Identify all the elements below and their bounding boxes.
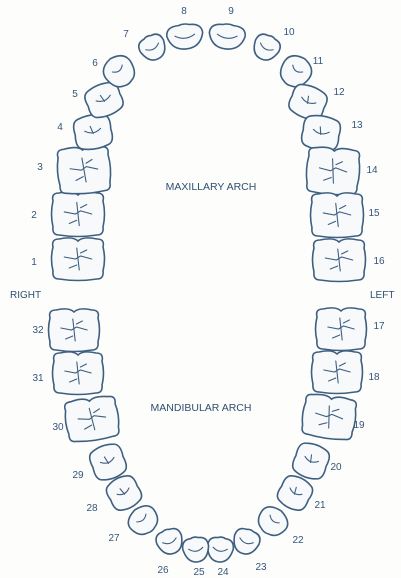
tooth-2: [52, 192, 105, 237]
mandibular-arch-label: MANDIBULAR ARCH: [151, 402, 252, 414]
tooth-number-20: 20: [330, 462, 342, 473]
right-side-label: RIGHT: [10, 290, 41, 301]
tooth-number-11: 11: [313, 56, 324, 67]
tooth-number-16: 16: [373, 256, 385, 267]
tooth-31: [53, 352, 104, 395]
tooth-number-7: 7: [123, 29, 129, 40]
tooth-number-22: 22: [292, 535, 304, 546]
tooth-number-32: 32: [32, 325, 44, 336]
tooth-number-18: 18: [368, 372, 380, 383]
tooth-number-4: 4: [57, 122, 63, 133]
tooth-number-17: 17: [373, 321, 385, 332]
tooth-number-27: 27: [108, 533, 120, 544]
tooth-number-23: 23: [255, 562, 267, 573]
tooth-25: [181, 535, 210, 563]
tooth-number-28: 28: [86, 503, 98, 514]
tooth-9: [208, 22, 246, 51]
tooth-7: [135, 30, 170, 64]
tooth-3: [56, 145, 112, 195]
tooth-32: [49, 309, 100, 352]
tooth-24: [205, 535, 234, 563]
maxillary-arch-label: MAXILLARY ARCH: [166, 181, 257, 193]
tooth-number-6: 6: [92, 58, 98, 69]
tooth-number-24: 24: [217, 567, 229, 578]
tooth-number-15: 15: [368, 208, 380, 219]
tooth-1: [52, 238, 105, 281]
tooth-19: [300, 392, 358, 442]
tooth-number-8: 8: [181, 6, 187, 17]
tooth-26: [153, 525, 186, 557]
tooth-number-21: 21: [314, 500, 326, 511]
tooth-30: [63, 394, 121, 444]
left-side-label: LEFT: [370, 290, 394, 301]
tooth-number-30: 30: [52, 422, 64, 433]
tooth-number-14: 14: [366, 165, 378, 176]
tooth-number-31: 31: [32, 373, 44, 384]
tooth-number-19: 19: [353, 420, 365, 431]
tooth-17: [316, 308, 367, 351]
tooth-number-25: 25: [193, 567, 205, 578]
tooth-number-12: 12: [333, 87, 345, 98]
tooth-number-26: 26: [157, 565, 169, 576]
tooth-number-1: 1: [31, 257, 37, 268]
tooth-number-3: 3: [37, 162, 43, 173]
tooth-14: [305, 146, 361, 196]
tooth-16: [313, 239, 366, 282]
tooth-8: [166, 22, 204, 51]
tooth-number-5: 5: [72, 89, 78, 100]
teeth-layer: [49, 22, 367, 564]
tooth-10: [249, 30, 284, 64]
tooth-number-29: 29: [72, 470, 84, 481]
tooth-18: [312, 351, 363, 394]
tooth-number-13: 13: [351, 120, 363, 131]
tooth-number-2: 2: [31, 210, 37, 221]
tooth-number-9: 9: [228, 6, 234, 17]
tooth-15: [311, 193, 364, 238]
tooth-4: [72, 112, 114, 152]
tooth-number-10: 10: [283, 27, 295, 38]
tooth-23: [230, 525, 263, 557]
